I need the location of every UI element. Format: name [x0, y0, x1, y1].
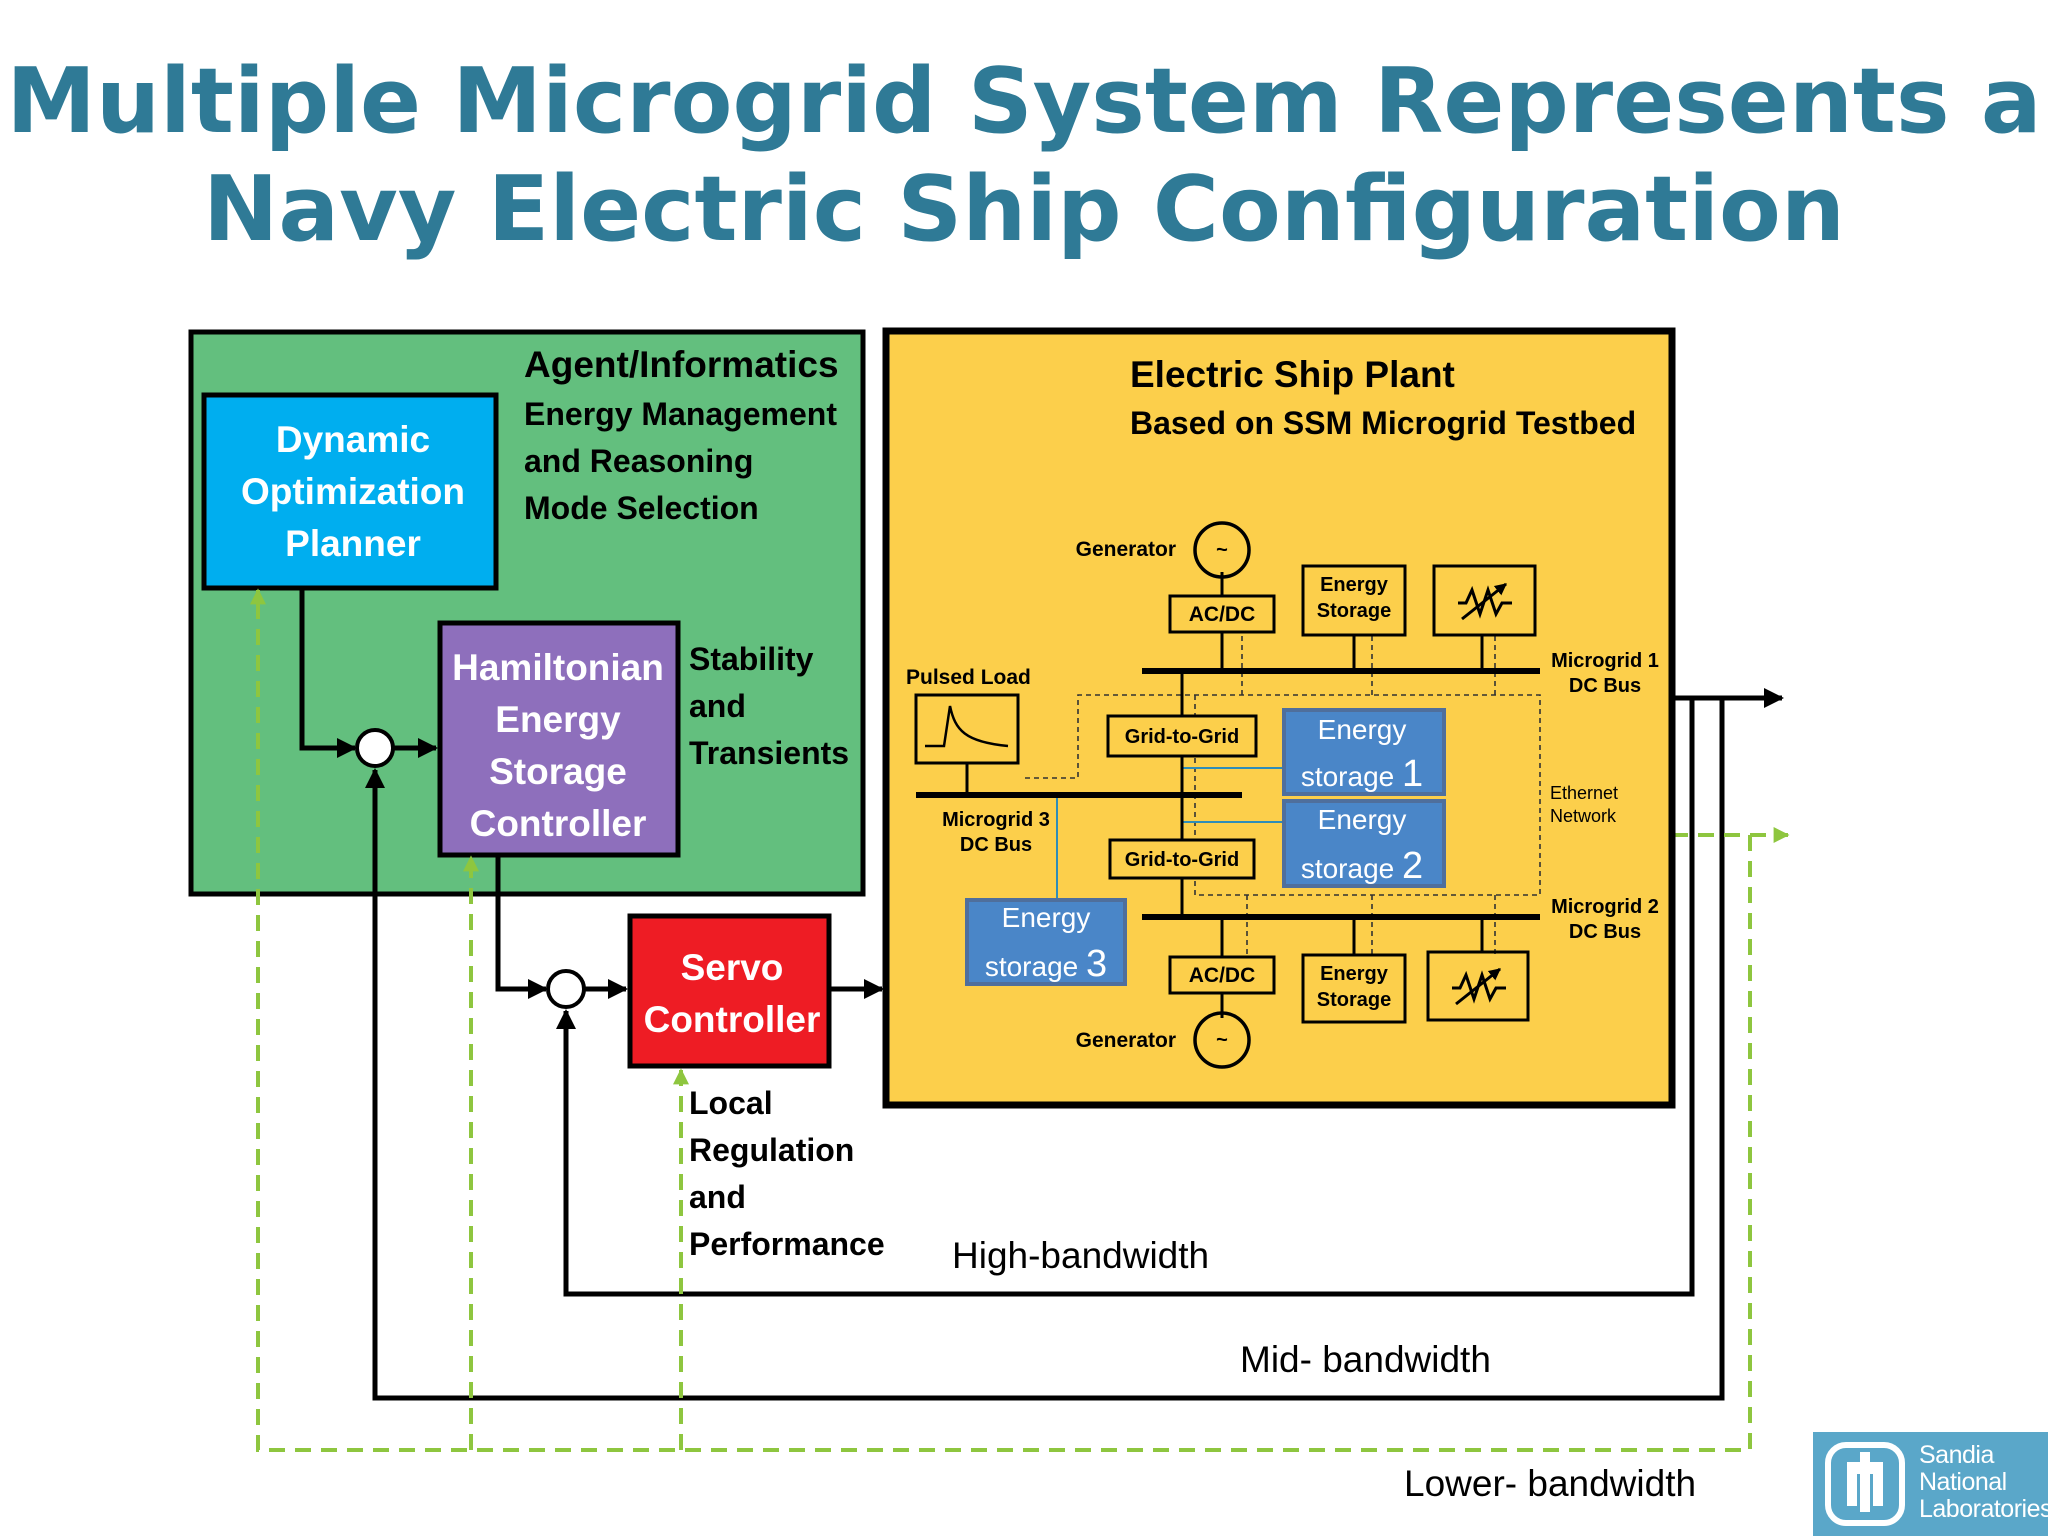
- agent-header: Agent/Informatics: [524, 344, 839, 385]
- sandia-logo: Sandia National Laboratories: [1813, 1432, 2048, 1536]
- energy-storage-2-line-1: Energy: [1318, 804, 1407, 835]
- acdc-1-box: [1168, 594, 1276, 634]
- local-line-1: Local: [689, 1085, 773, 1121]
- servo-controller-box: [627, 913, 832, 1069]
- title-line-2: Navy Electric Ship Configuration: [203, 157, 1845, 262]
- summing-junction-1: [355, 728, 395, 768]
- generator-2-icon: [1193, 1011, 1251, 1069]
- generator-2-symbol: ~: [1216, 1029, 1228, 1051]
- variable-load-top-box: [1432, 564, 1537, 637]
- ethernet-outer-path: [1025, 694, 1541, 896]
- energy-storage-1-word: storage: [1301, 761, 1394, 792]
- energy-storage-top-line-2: Storage: [1317, 600, 1391, 622]
- local-line-3: and: [689, 1179, 746, 1215]
- mid-bandwidth-feedback: [365, 698, 1725, 1401]
- variable-resistor-icon-top: [1458, 582, 1512, 621]
- variable-load-bottom-box: [1426, 950, 1530, 1022]
- agent-line-3: Mode Selection: [524, 490, 759, 526]
- lower-bandwidth-output: [250, 588, 1752, 1452]
- microgrid-1-label: Microgrid 1: [1551, 650, 1659, 672]
- energy-storage-3-line-1: Energy: [1002, 902, 1091, 933]
- servo-line-1: Servo: [681, 947, 784, 988]
- pulsed-load-label: Pulsed Load: [906, 666, 1031, 689]
- planner-line-1: Dynamic: [276, 419, 430, 460]
- slide-title: Multiple Microgrid System Represents a N…: [0, 48, 2048, 264]
- planner-line-2: Optimization: [241, 471, 465, 512]
- hamiltonian-line-1: Hamiltonian: [452, 647, 664, 688]
- local-line-4: Performance: [689, 1226, 885, 1262]
- grid-to-grid-2-label: Grid-to-Grid: [1125, 849, 1239, 871]
- energy-storage-top-line-1: Energy: [1320, 574, 1389, 596]
- energy-storage-3-box: [965, 898, 1127, 986]
- energy-storage-1-number: 1: [1402, 753, 1423, 795]
- sandia-thunderbird-icon: [1825, 1442, 1905, 1526]
- logo-line-2: National: [1919, 1468, 2007, 1496]
- local-line-2: Regulation: [689, 1132, 854, 1168]
- planner-to-junction-1: [299, 590, 357, 758]
- dynamic-optimization-planner-box: [201, 392, 499, 591]
- grid-to-grid-1-box: [1106, 714, 1258, 758]
- sandia-logo-text: Sandia National Laboratories: [1919, 1442, 2048, 1523]
- energy-storage-1-line-1: Energy: [1318, 714, 1407, 745]
- energy-storage-bottom-line-1: Energy: [1320, 963, 1389, 985]
- pulse-waveform-icon: [925, 705, 1009, 748]
- acdc-2-label: AC/DC: [1189, 964, 1256, 987]
- plant-title: Electric Ship Plant: [1130, 354, 1455, 395]
- mid-bandwidth-label: Mid- bandwidth: [1240, 1339, 1491, 1380]
- energy-storage-top-box: [1301, 564, 1407, 637]
- ethernet-label: Ethernet: [1550, 783, 1618, 803]
- plant-subtitle: Based on SSM Microgrid Testbed: [1130, 405, 1636, 441]
- energy-storage-2-number: 2: [1402, 845, 1423, 887]
- hamiltonian-to-junction-2: [495, 857, 548, 999]
- energy-storage-3-word: storage: [985, 951, 1078, 982]
- energy-storage-1-line-2: storage 1: [1301, 753, 1423, 795]
- lower-bandwidth-label: Lower- bandwidth: [1404, 1463, 1696, 1504]
- electric-ship-plant-box: [882, 327, 1676, 1109]
- agent-line-2: and Reasoning: [524, 443, 753, 479]
- variable-resistor-icon-bottom: [1452, 967, 1506, 1006]
- title-line-1: Multiple Microgrid System Represents a: [6, 49, 2042, 154]
- stability-line-3: Transients: [689, 735, 849, 771]
- network-label: Network: [1550, 806, 1617, 826]
- logo-line-3: Laboratories: [1919, 1495, 2048, 1523]
- generator-1-icon: [1193, 521, 1251, 579]
- energy-storage-1-box: [1282, 708, 1446, 796]
- grid-to-grid-1-label: Grid-to-Grid: [1125, 726, 1239, 748]
- acdc-2-box: [1168, 955, 1276, 995]
- energy-storage-bottom-box: [1301, 953, 1407, 1024]
- microgrid-3-label: Microgrid 3: [942, 809, 1050, 831]
- stability-line-2: and: [689, 688, 746, 724]
- planner-line-3: Planner: [285, 523, 421, 564]
- hamiltonian-line-2: Energy: [495, 699, 621, 740]
- energy-storage-2-word: storage: [1301, 853, 1394, 884]
- logo-line-1: Sandia: [1919, 1441, 1994, 1469]
- energy-storage-bottom-line-2: Storage: [1317, 989, 1391, 1011]
- energy-storage-2-line-2: storage 2: [1301, 845, 1423, 887]
- energy-storage-3-line-2: storage 3: [985, 943, 1107, 985]
- stability-line-1: Stability: [689, 641, 814, 677]
- hamiltonian-line-4: Controller: [470, 803, 647, 844]
- microgrid-2-bus-label: DC Bus: [1569, 921, 1641, 943]
- microgrid-2-label: Microgrid 2: [1551, 896, 1659, 918]
- high-bandwidth-label: High-bandwidth: [952, 1235, 1209, 1276]
- agent-line-1: Energy Management: [524, 396, 837, 432]
- generator-1-symbol: ~: [1216, 539, 1228, 561]
- generator-1-label: Generator: [1076, 538, 1176, 561]
- servo-line-2: Controller: [644, 999, 821, 1040]
- generator-2-label: Generator: [1076, 1029, 1176, 1052]
- acdc-1-label: AC/DC: [1189, 603, 1256, 626]
- microgrid-3-bus-label: DC Bus: [960, 834, 1032, 856]
- high-bandwidth-feedback: [556, 698, 1695, 1297]
- grid-to-grid-2-box: [1108, 838, 1256, 880]
- hamiltonian-line-3: Storage: [489, 751, 627, 792]
- microgrid-1-bus-label: DC Bus: [1569, 675, 1641, 697]
- energy-storage-3-number: 3: [1086, 943, 1107, 985]
- energy-storage-2-box: [1282, 799, 1446, 888]
- pulsed-load-box: [914, 693, 1020, 765]
- hamiltonian-controller-box: [437, 620, 681, 858]
- summing-junction-2: [546, 969, 586, 1009]
